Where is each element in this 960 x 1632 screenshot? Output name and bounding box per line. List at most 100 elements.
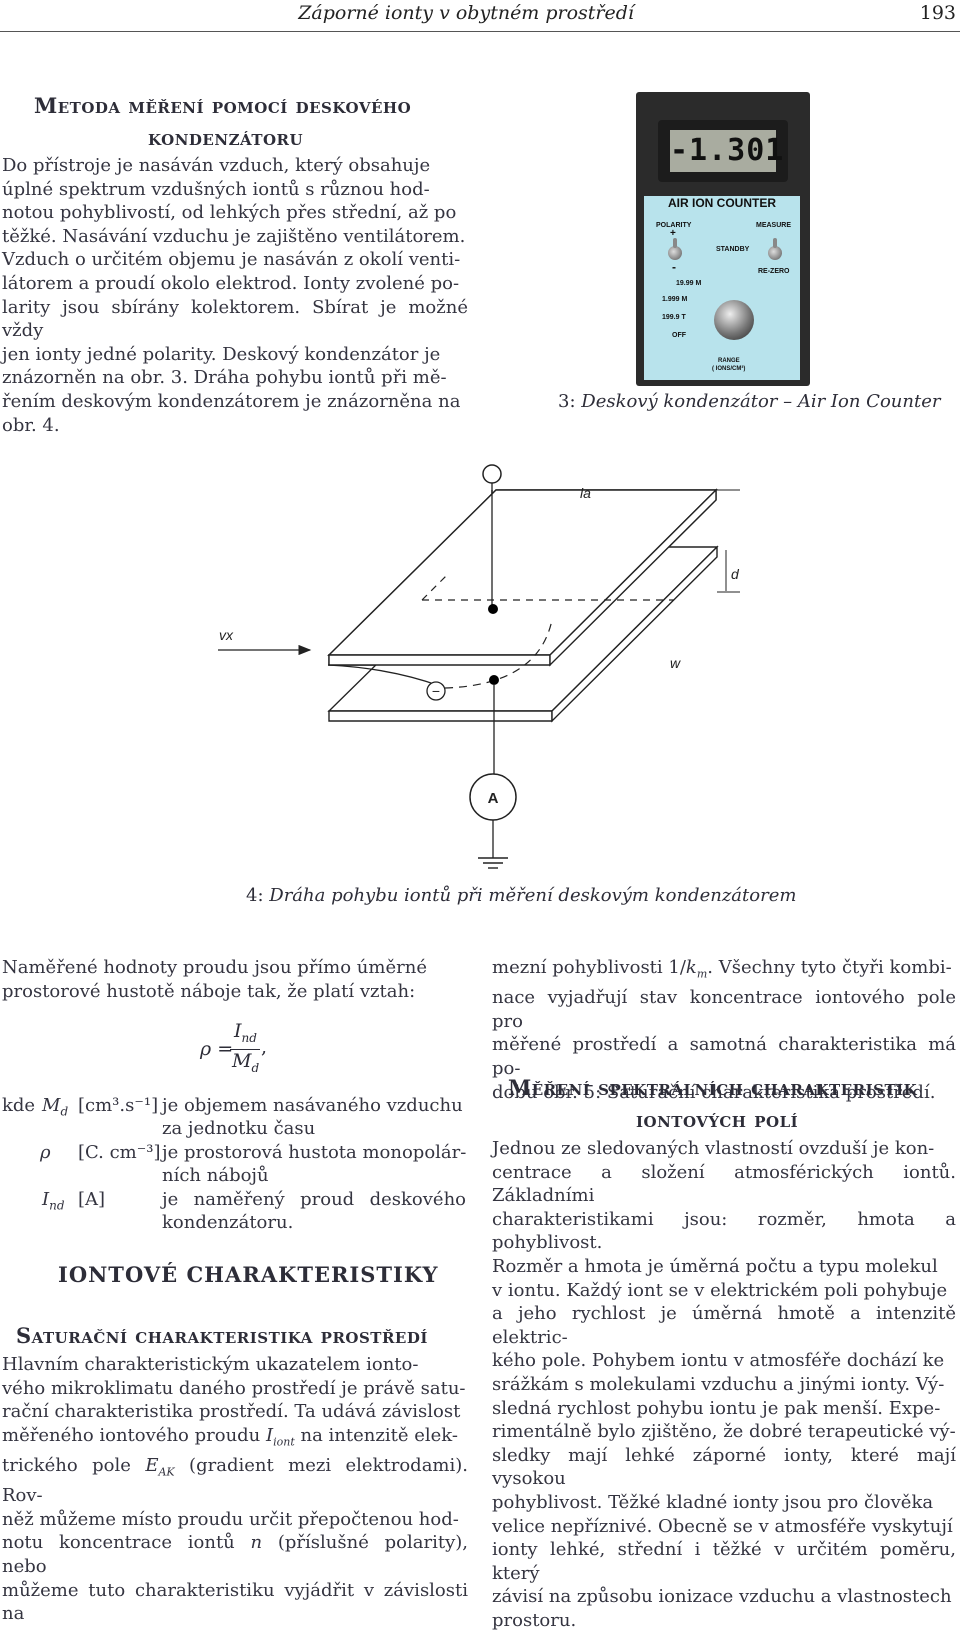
text-line: řením deskovým kondenzátorem je znázorně… xyxy=(2,390,461,412)
text-line: jen ionty jedné polarity. Deskový konden… xyxy=(2,343,441,365)
figure4-caption: 4: Dráha pohybu iontů při měření deskový… xyxy=(246,885,796,906)
paragraph-continuation: mezní pohyblivosti 1/km. Všechny tyto čt… xyxy=(492,956,956,1104)
caption-text: Deskový kondenzátor – Air Ion Counter xyxy=(581,391,941,412)
text-line: ionty lehké, střední i těžké v určitém p… xyxy=(492,1539,956,1584)
text-line: srážkám s molekulami vzduchu a jinými io… xyxy=(492,1373,945,1395)
text-line: larity jsou sbírány kolektorem. Sbírat j… xyxy=(2,296,468,342)
range-option: OFF xyxy=(672,332,686,339)
range-option: 19.99 M xyxy=(676,280,702,287)
ion-trajectory xyxy=(327,664,441,687)
measure-label: MEASURE xyxy=(756,222,792,229)
text-line: pohyblivost. Těžké kladné ionty jsou pro… xyxy=(492,1491,934,1513)
text-line: a jeho rychlost je úměrná hmotě a intenz… xyxy=(492,1303,956,1348)
text-line: těžké. Nasávání vzduchu je zajištěno ven… xyxy=(2,225,466,247)
text-line: Hlavním charakteristickým ukazatelem ion… xyxy=(2,1354,419,1375)
range-option: 199.9 T xyxy=(662,314,686,321)
polarity-label: POLARITY xyxy=(656,222,692,229)
text-line: rimentálně bylo zjištěno, že dobré terap… xyxy=(492,1421,956,1443)
section-heading-ion-characteristics: Iontové charakteristiky xyxy=(58,1262,439,1287)
text-line: Rozměr a hmota je úměrná počtu a typu mo… xyxy=(492,1255,938,1277)
section-heading-saturation: Saturační charakteristika prostředí xyxy=(16,1323,428,1348)
text-line: rační charakteristika prostředí. Ta udáv… xyxy=(2,1401,461,1423)
top-plate-front-edge xyxy=(328,654,551,666)
text-line: mezní pohyblivosti 1/km. Všechny tyto čt… xyxy=(492,956,956,986)
text-line: úplné spektrum vzdušných iontů s různou … xyxy=(2,178,430,200)
def-text: za jednotku času xyxy=(162,1118,316,1139)
paragraph-saturation: Hlavním charakteristickým ukazatelem ion… xyxy=(2,1353,468,1626)
def-symbol: Md xyxy=(42,1094,68,1124)
heading-line: iontových polí xyxy=(636,1107,799,1132)
def-text: je naměřený proud deskového xyxy=(162,1189,466,1210)
def-text: je objemem nasávaného vzduchu xyxy=(162,1095,463,1116)
d-label: d xyxy=(731,566,740,582)
text-line: Vzduch o určitém objemu je nasáván z oko… xyxy=(2,249,461,271)
w-label: w xyxy=(670,655,681,671)
caption-number: 4: xyxy=(246,885,264,906)
formula-den-symbol: M xyxy=(232,1050,252,1072)
def-unit: [cm³.s⁻¹] xyxy=(78,1095,159,1116)
lcd-display: -1.301 xyxy=(670,130,783,172)
top-plate-front-side xyxy=(549,488,717,667)
text-line: Jednou ze sledovaných vlastností ovzduší… xyxy=(492,1138,935,1159)
symbol-I: I xyxy=(266,1424,274,1446)
symbol-n: n xyxy=(250,1532,263,1554)
heading-line: kondenzátoru xyxy=(148,125,304,150)
text-line: notou pohyblivostí, od lehkých přes stře… xyxy=(2,202,457,224)
page-number: 193 xyxy=(919,2,956,24)
paragraph-measured: Naměřené hodnoty proudu jsou přímo úměrn… xyxy=(2,956,468,1003)
formula-num-sub: nd xyxy=(241,1030,257,1045)
plus-label: + xyxy=(670,228,676,239)
measure-toggle-icon xyxy=(768,238,782,260)
text-run: . Všechny tyto čtyři kombi- xyxy=(707,957,952,978)
text-line: velice nepříznivé. Obecně se v atmosféře… xyxy=(492,1515,953,1537)
text-line: sledky mají lehké záporné ionty, které m… xyxy=(492,1444,956,1490)
terminal-circle xyxy=(482,464,502,484)
minus-label: - xyxy=(672,260,676,274)
text-run: (gradient mezi elektrodami). Rov- xyxy=(2,1454,468,1507)
running-header: Záporné ionty v obytném prostředí 193 xyxy=(0,0,960,32)
negative-ion-icon xyxy=(426,681,446,701)
text-line: centrace a složení atmosférických iontů.… xyxy=(492,1161,956,1207)
def-text: je prostorová hustota monopolár- xyxy=(162,1142,467,1163)
running-title: Záporné ionty v obytném prostředí xyxy=(298,2,634,24)
formula-comma: , xyxy=(261,1036,268,1058)
text-line: charakteristikami jsou: rozměr, hmota a … xyxy=(492,1208,956,1254)
text-line: notu koncentrace iontů n (příslušné pola… xyxy=(2,1531,468,1578)
standby-label: STANDBY xyxy=(716,246,750,253)
polarity-toggle-icon xyxy=(668,238,682,260)
caption-text: Dráha pohybu iontů při měření deskovým k… xyxy=(269,885,797,906)
heading-line: Metoda měření pomocí deskového xyxy=(34,93,412,118)
text-line: trického pole EAK (gradient mezi elektro… xyxy=(2,1454,468,1508)
device-panel: AIR ION COUNTER POLARITY + MEASURE STAND… xyxy=(644,196,800,380)
text-line: měřené prostředí a samotná charakteristi… xyxy=(492,1034,956,1079)
text-line: vého mikroklimatu daného prostředí je pr… xyxy=(2,1377,466,1399)
def-unit: [C. cm⁻³] xyxy=(78,1142,161,1163)
def-text: kondenzátoru. xyxy=(162,1212,294,1233)
text-run: mezní pohyblivosti 1/ xyxy=(492,957,686,978)
electrode-dot-bottom xyxy=(489,675,499,685)
text-line: obr. 4. xyxy=(2,414,60,436)
text-line: prostorové hustotě náboje tak, že platí … xyxy=(2,980,416,1002)
text-line: látorem a proudí okolo elektrod. Ionty z… xyxy=(2,272,460,294)
text-run: notu koncentrace iontů xyxy=(2,1532,251,1554)
formula-numerator: Ind xyxy=(234,1020,257,1045)
rezero-label: RE-ZERO xyxy=(758,268,790,275)
la-label: la xyxy=(580,485,591,501)
figure4-diagram: − A la d vx w xyxy=(218,464,740,869)
where-label: kde xyxy=(2,1095,36,1116)
def-text: ních nábojů xyxy=(162,1165,269,1186)
def-unit: [A] xyxy=(78,1189,106,1210)
formula-lhs: ρ = xyxy=(200,1038,234,1060)
ammeter-label: A xyxy=(488,790,499,807)
symbol-sub: iont xyxy=(273,1435,295,1449)
symbol-E: E xyxy=(145,1454,159,1476)
device-title: AIR ION COUNTER xyxy=(668,196,776,210)
air-ion-counter-device: -1.301 AIR ION COUNTER POLARITY + MEASUR… xyxy=(636,92,810,386)
formula-num-symbol: I xyxy=(234,1020,242,1042)
def-symbol: ρ xyxy=(40,1141,51,1165)
electrode-dot-top-front xyxy=(488,604,498,614)
paragraph-plate-method: Do přístroje je nasáván vzduch, který ob… xyxy=(2,154,468,437)
lcd-frame: -1.301 xyxy=(658,120,788,182)
text-line: Do přístroje je nasáván vzduch, který ob… xyxy=(2,155,431,176)
